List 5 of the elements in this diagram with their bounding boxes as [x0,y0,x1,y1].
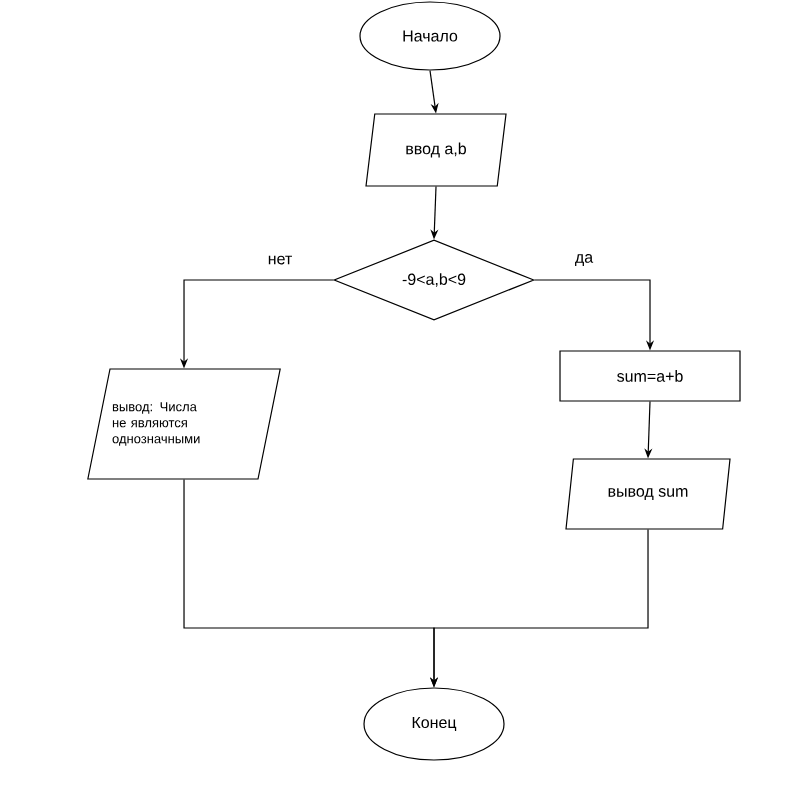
process-box: sum=a+b [559,350,741,402]
input-parallelogram: ввод a,b [365,113,507,187]
edge-label: да [572,252,596,268]
output-parallelogram: вывод sum [565,458,731,530]
edge-label: нет [265,253,295,267]
